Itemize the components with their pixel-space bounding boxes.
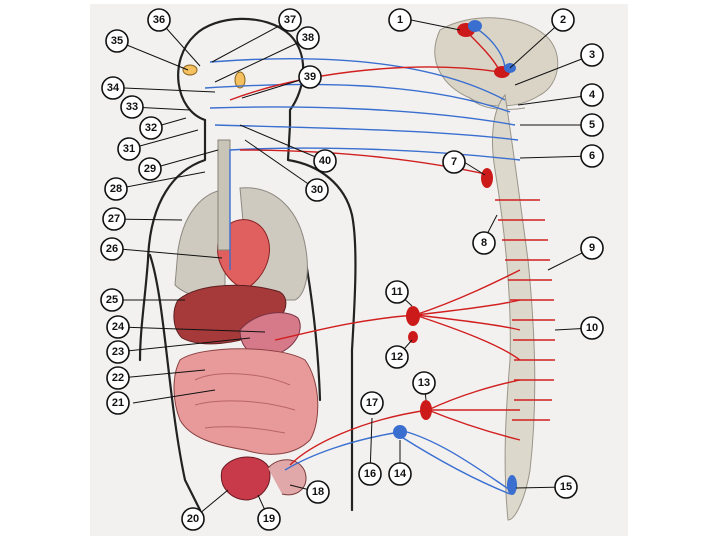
svg-text:30: 30	[311, 184, 323, 196]
svg-text:17: 17	[366, 397, 378, 409]
callout-29: 29	[139, 158, 161, 180]
callout-13: 13	[413, 372, 435, 394]
callout-9: 9	[581, 237, 603, 259]
callout-5: 5	[581, 114, 603, 136]
callout-24: 24	[107, 316, 129, 338]
callout-39: 39	[299, 66, 321, 88]
callout-15: 15	[555, 476, 577, 498]
callout-20: 20	[182, 508, 204, 530]
svg-text:36: 36	[153, 14, 165, 26]
callout-22: 22	[107, 367, 129, 389]
svg-text:18: 18	[312, 486, 324, 498]
svg-text:28: 28	[110, 183, 122, 195]
intestines	[174, 349, 318, 455]
callout-8: 8	[473, 232, 495, 254]
callout-33: 33	[121, 96, 143, 118]
bladder	[221, 457, 306, 500]
svg-text:34: 34	[107, 82, 120, 94]
svg-text:23: 23	[112, 346, 124, 358]
callout-18: 18	[307, 481, 329, 503]
svg-text:38: 38	[302, 32, 314, 44]
callout-40: 40	[314, 150, 336, 172]
callout-34: 34	[102, 77, 124, 99]
callout-14: 14	[389, 463, 411, 485]
svg-text:15: 15	[560, 481, 572, 493]
callout-38: 38	[297, 27, 319, 49]
svg-text:20: 20	[187, 513, 199, 525]
svg-text:1: 1	[397, 14, 403, 26]
svg-text:5: 5	[589, 119, 595, 131]
svg-text:40: 40	[319, 155, 331, 167]
svg-text:7: 7	[451, 156, 457, 168]
callout-2: 2	[552, 9, 574, 31]
callout-25: 25	[101, 289, 123, 311]
callout-3: 3	[581, 44, 603, 66]
callout-26: 26	[101, 238, 123, 260]
svg-text:19: 19	[263, 513, 275, 525]
callout-36: 36	[148, 9, 170, 31]
svg-text:8: 8	[481, 237, 487, 249]
callout-37: 37	[279, 9, 301, 31]
svg-text:39: 39	[304, 71, 316, 83]
svg-text:35: 35	[111, 35, 123, 47]
callout-11: 11	[386, 281, 408, 303]
callout-12: 12	[386, 346, 408, 368]
svg-text:2: 2	[560, 14, 566, 26]
callout-16: 16	[359, 463, 381, 485]
svg-text:26: 26	[106, 243, 118, 255]
svg-text:4: 4	[589, 89, 596, 101]
svg-text:6: 6	[589, 150, 595, 162]
callout-23: 23	[107, 341, 129, 363]
callout-30: 30	[306, 179, 328, 201]
svg-text:9: 9	[589, 242, 595, 254]
callout-10: 10	[581, 317, 603, 339]
callout-32: 32	[140, 117, 162, 139]
svg-text:11: 11	[391, 286, 403, 298]
svg-text:32: 32	[145, 122, 157, 134]
svg-text:13: 13	[418, 377, 430, 389]
svg-text:24: 24	[112, 321, 125, 333]
callout-1: 1	[389, 9, 411, 31]
svg-text:14: 14	[394, 468, 407, 480]
svg-text:21: 21	[112, 397, 124, 409]
callout-19: 19	[258, 508, 280, 530]
svg-text:31: 31	[123, 143, 135, 155]
svg-text:27: 27	[108, 213, 120, 225]
callout-27: 27	[103, 208, 125, 230]
callout-6: 6	[581, 145, 603, 167]
svg-text:37: 37	[284, 14, 296, 26]
callout-4: 4	[581, 84, 603, 106]
callout-17: 17	[361, 392, 383, 414]
callout-21: 21	[107, 392, 129, 414]
svg-text:10: 10	[586, 322, 598, 334]
svg-text:33: 33	[126, 101, 138, 113]
callout-35: 35	[106, 30, 128, 52]
svg-text:12: 12	[391, 351, 403, 363]
callout-28: 28	[105, 178, 127, 200]
trachea	[218, 140, 230, 250]
svg-text:29: 29	[144, 163, 156, 175]
svg-text:16: 16	[364, 468, 376, 480]
svg-text:25: 25	[106, 294, 118, 306]
eye-icon	[183, 65, 197, 75]
callout-31: 31	[118, 138, 140, 160]
svg-text:3: 3	[589, 49, 595, 61]
svg-text:22: 22	[112, 372, 124, 384]
callout-7: 7	[443, 151, 465, 173]
